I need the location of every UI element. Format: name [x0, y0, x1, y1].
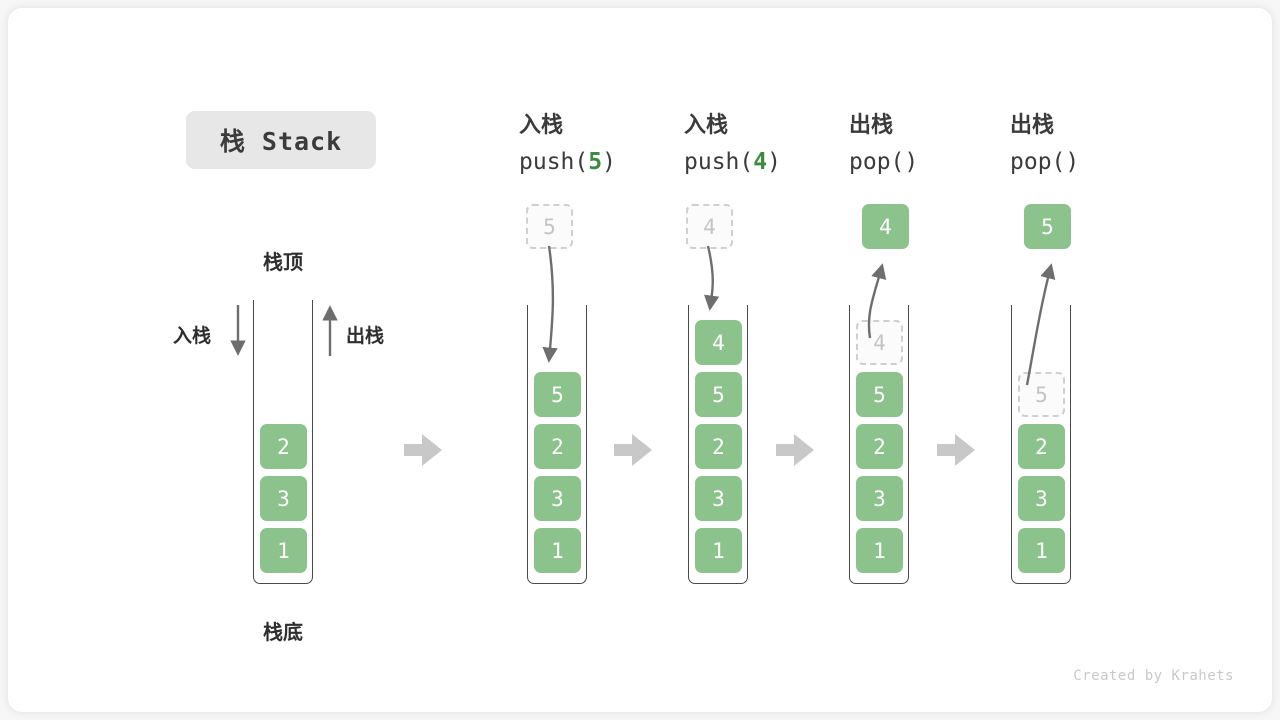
diagram-title: 栈 Stack — [186, 111, 376, 169]
diagram-canvas: 栈 Stack 入栈 push(5) 入栈 push(4) 出栈 pop() 出… — [8, 8, 1272, 712]
stack-cells-0: 2 3 1 — [260, 424, 307, 573]
push-arrow-2 — [704, 245, 720, 311]
step-arrow-3 — [937, 434, 975, 466]
removed-ghost-cell-3: 4 — [856, 320, 903, 365]
column-header-push-4: 入栈 push(4) — [684, 108, 864, 181]
stack-cell: 2 — [1018, 424, 1065, 469]
stack-cell: 1 — [534, 528, 581, 573]
push-side-label: 入栈 — [173, 325, 212, 347]
column-header-cn-2: 入栈 — [684, 113, 729, 138]
stack-tube-3 — [849, 305, 909, 584]
stack-cell: 3 — [1018, 476, 1065, 521]
stack-tube-1 — [527, 305, 587, 584]
column-header-cn-3: 出栈 — [849, 113, 894, 138]
column-header-code-2: push(4) — [684, 148, 781, 175]
column-header-push-5: 入栈 push(5) — [519, 108, 699, 181]
column-header-cn-1: 入栈 — [519, 113, 564, 138]
floating-ghost-element-2: 4 — [686, 204, 733, 249]
stack-cell: 5 — [534, 372, 581, 417]
stack-cells-3: 4 5 2 3 1 — [856, 320, 903, 573]
stack-tube-0 — [253, 300, 313, 584]
column-header-code-3: pop() — [849, 148, 919, 175]
stack-cell: 2 — [260, 424, 307, 469]
stack-cell: 2 — [856, 424, 903, 469]
stack-cell: 1 — [260, 528, 307, 573]
step-arrow-1 — [614, 434, 652, 466]
stack-cell: 3 — [695, 476, 742, 521]
stack-cell: 5 — [856, 372, 903, 417]
credit-text: Created by Krahets — [1073, 668, 1234, 684]
push-arg-1: 5 — [588, 148, 603, 175]
stack-cell: 2 — [534, 424, 581, 469]
stack-top-label: 栈顶 — [263, 250, 303, 274]
stack-cell: 4 — [695, 320, 742, 365]
column-header-cn-4: 出栈 — [1010, 113, 1055, 138]
stack-cell: 1 — [856, 528, 903, 573]
floating-ghost-element-1: 5 — [526, 204, 573, 249]
stack-cells-2: 4 5 2 3 1 — [695, 320, 742, 573]
stack-cells-1: 5 2 3 1 — [534, 372, 581, 573]
popped-element-3: 4 — [862, 204, 909, 249]
stack-cell: 3 — [260, 476, 307, 521]
stack-tube-2 — [688, 305, 748, 584]
column-header-code-1: push(5) — [519, 148, 616, 175]
stack-cell: 1 — [695, 528, 742, 573]
step-arrow-2 — [776, 434, 814, 466]
push-arg-2: 4 — [753, 148, 768, 175]
stack-cell: 5 — [695, 372, 742, 417]
pop-side-label: 出栈 — [346, 325, 385, 347]
stack-bottom-label: 栈底 — [263, 620, 303, 644]
stack-cell: 3 — [856, 476, 903, 521]
popped-element-4: 5 — [1024, 204, 1071, 249]
removed-ghost-cell-4: 5 — [1018, 372, 1065, 417]
stack-cell: 2 — [695, 424, 742, 469]
column-header-pop-2: 出栈 pop() — [1010, 108, 1190, 181]
stack-cells-4: 5 2 3 1 — [1018, 372, 1065, 573]
stack-cell: 3 — [534, 476, 581, 521]
column-header-code-4: pop() — [1010, 148, 1080, 175]
step-arrow-0 — [404, 434, 442, 466]
column-header-pop-1: 出栈 pop() — [849, 108, 1029, 181]
stack-cell: 1 — [1018, 528, 1065, 573]
stack-tube-4 — [1011, 305, 1071, 584]
